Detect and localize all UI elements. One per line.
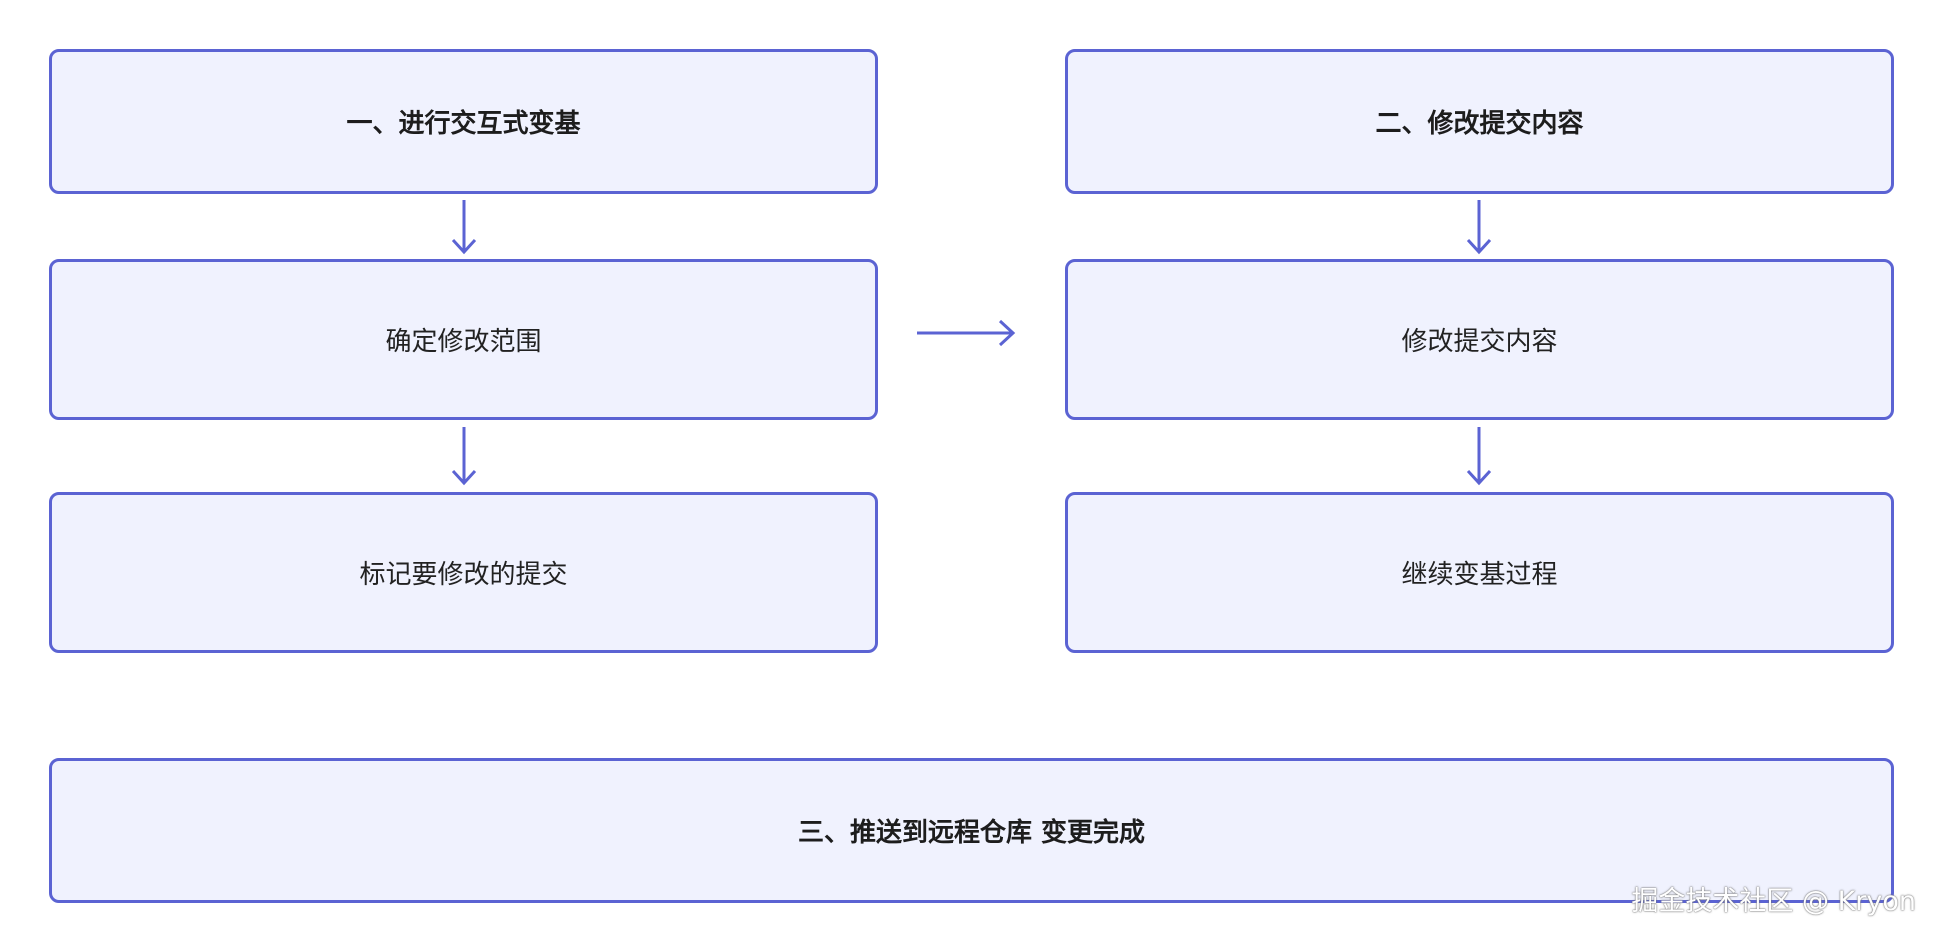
watermark: 掘金技术社区 @ Kryon <box>1631 886 1916 917</box>
arrow-down-left-2 <box>451 427 477 486</box>
box-label: 修改提交内容 <box>1401 327 1558 357</box>
arrow-down-left-1 <box>451 200 477 255</box>
step-box-modify-commit-content: 修改提交内容 <box>1065 259 1894 420</box>
step-box-mark-commits: 标记要修改的提交 <box>49 492 878 653</box>
step-box-continue-rebase: 继续变基过程 <box>1065 492 1894 653</box>
box-label: 继续变基过程 <box>1401 560 1558 590</box>
step-box-determine-range: 确定修改范围 <box>49 259 878 420</box>
box-label: 三、推送到远程仓库 变更完成 <box>797 818 1146 848</box>
step-box-interactive-rebase-title: 一、进行交互式变基 <box>49 49 878 194</box>
arrow-down-right-2 <box>1466 427 1492 486</box>
step-box-modify-commit-title: 二、修改提交内容 <box>1065 49 1894 194</box>
arrow-right-between-columns <box>917 319 1016 347</box>
box-label: 一、进行交互式变基 <box>346 109 581 139</box>
box-label: 标记要修改的提交 <box>359 560 568 590</box>
box-label: 二、修改提交内容 <box>1375 109 1584 139</box>
box-label: 确定修改范围 <box>385 327 542 357</box>
arrow-down-right-1 <box>1466 200 1492 255</box>
step-box-push-remote: 三、推送到远程仓库 变更完成 <box>49 758 1894 903</box>
